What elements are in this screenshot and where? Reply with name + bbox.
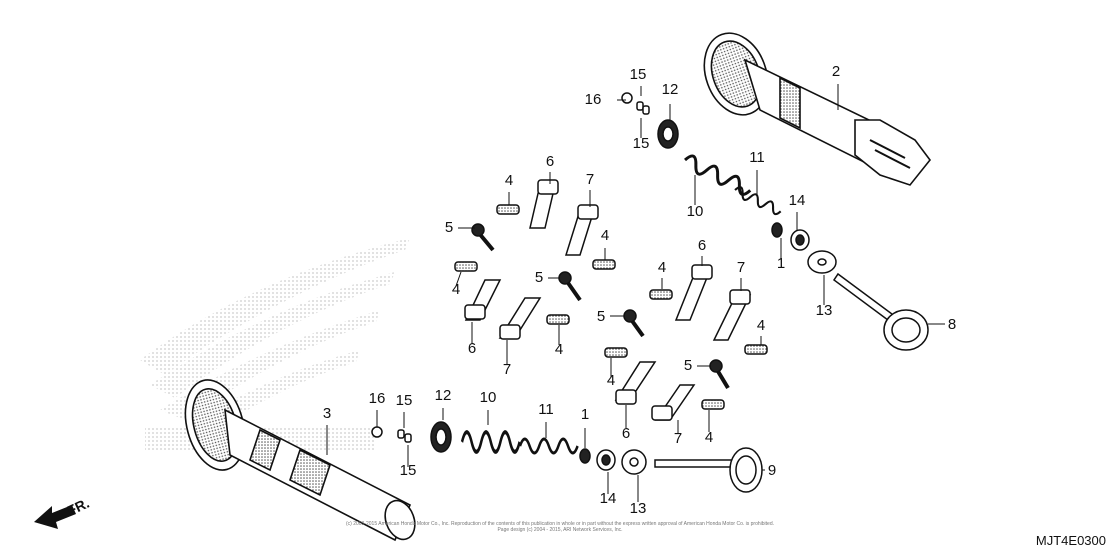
callout-labels: 16 15 15 12 2 10 11 14 1 13 8 6 7 4 5 4 4 5 6 7 4 5 4 6 7 4 4 5 4 6 7 3…	[323, 63, 956, 517]
callout-c4h: 4	[705, 429, 713, 446]
copyright-line-1: (c) 2003-2015 American Honda Motor Co., …	[345, 521, 774, 527]
callout-c14b: 14	[600, 490, 617, 507]
callout-c7a: 7	[586, 171, 594, 188]
callout-c1b: 1	[581, 406, 589, 423]
callout-c13a: 13	[816, 302, 833, 319]
callout-c10a: 10	[687, 203, 704, 220]
callout-c4d: 4	[555, 341, 563, 358]
front-label: FR.	[65, 495, 92, 519]
clip-16-lower	[371, 426, 412, 443]
valve-9	[621, 447, 763, 493]
valve-8	[807, 250, 929, 351]
callout-c9: 9	[768, 462, 776, 479]
front-arrow-icon: FR.	[34, 495, 92, 529]
callout-c4a: 4	[505, 172, 513, 189]
callout-c13b: 13	[630, 500, 647, 517]
valve-spring-10-lower	[462, 432, 520, 452]
callout-c4c: 4	[452, 281, 460, 298]
callout-c5a: 5	[445, 219, 453, 236]
copyright-notice: (c) 2003-2015 American Honda Motor Co., …	[300, 521, 820, 533]
callout-c4b: 4	[601, 227, 609, 244]
callout-leaders	[326, 84, 945, 502]
stem-seal-1-upper	[771, 222, 810, 251]
diagram-code: MJT4E0300	[1035, 533, 1106, 548]
camshaft-upper	[703, 32, 932, 186]
callout-c15c: 15	[396, 392, 413, 409]
callout-c6a: 6	[546, 153, 554, 170]
callout-c5c: 5	[597, 308, 605, 325]
callout-c6d: 6	[622, 425, 630, 442]
stem-seal-1-lower	[579, 448, 616, 471]
retainer-12-lower	[430, 421, 452, 453]
rocker-arm-cluster	[454, 179, 768, 421]
callout-c15a: 15	[630, 66, 647, 83]
camshaft-lower	[184, 379, 416, 542]
valve-spring-11-lower	[518, 437, 580, 455]
leader-line-c4c	[455, 271, 462, 287]
retainer-12-upper	[657, 119, 679, 149]
callout-c7b: 7	[503, 361, 511, 378]
callout-c11b: 11	[538, 401, 554, 418]
callout-c11a: 11	[749, 149, 765, 166]
callout-c15b: 15	[633, 135, 650, 152]
callout-c1a: 1	[777, 255, 785, 272]
callout-c7c: 7	[737, 259, 745, 276]
callout-c4e: 4	[658, 259, 666, 276]
brand-watermark	[140, 238, 410, 450]
callout-c15d: 15	[400, 462, 417, 479]
callout-c8: 8	[948, 316, 956, 333]
callout-c4g: 4	[607, 372, 615, 389]
callout-c12b: 12	[435, 387, 452, 404]
callout-c6c: 6	[698, 237, 706, 254]
callout-c7d: 7	[674, 430, 682, 447]
copyright-line-2: Page design (c) 2004 - 2015, ARI Network…	[497, 527, 623, 533]
callout-c6b: 6	[468, 340, 476, 357]
callout-c12a: 12	[662, 81, 679, 98]
callout-c16b: 16	[369, 390, 386, 407]
clip-16-upper	[621, 92, 650, 115]
callout-c2: 2	[832, 63, 840, 80]
callout-c5d: 5	[684, 357, 692, 374]
callout-c3: 3	[323, 405, 331, 422]
callout-c10b: 10	[480, 389, 497, 406]
callout-c16a: 16	[585, 91, 602, 108]
callout-c4f: 4	[757, 317, 765, 334]
callout-c14a: 14	[789, 192, 806, 209]
callout-c5b: 5	[535, 269, 543, 286]
